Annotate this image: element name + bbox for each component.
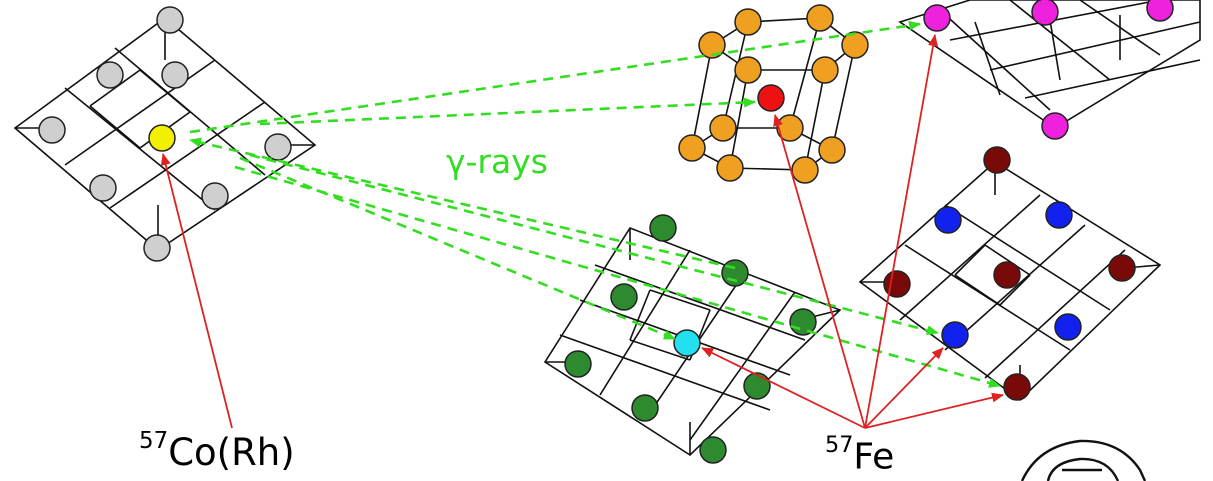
host-atom (631, 394, 659, 422)
green-crystal (543, 214, 842, 464)
fe-atom-blue (1054, 313, 1082, 341)
host-atom (734, 8, 762, 36)
host-atom (923, 4, 951, 32)
mass-number: 57 (139, 428, 169, 454)
gamma-ray-arrow (189, 20, 921, 134)
host-atom (201, 182, 229, 210)
fe-atom-blue (941, 321, 969, 349)
source-atom (148, 124, 176, 152)
fe-pointer-arrow (701, 347, 866, 429)
host-atom (811, 56, 839, 84)
lattice-grid (543, 227, 842, 457)
host-atom (776, 114, 804, 142)
fe-pointer-arrow (773, 114, 866, 429)
gamma-ray-arrow (234, 165, 1001, 388)
logo-partial (1020, 439, 1147, 481)
host-atom (89, 174, 117, 202)
fe-atom-blue (1045, 201, 1073, 229)
host-atom (161, 61, 189, 89)
isotope-text: Fe (853, 436, 895, 478)
host-atom (649, 214, 677, 242)
host-atom (716, 154, 744, 182)
fe-atom (673, 329, 701, 357)
isotope-text: Co(Rh) (168, 431, 295, 475)
source-pointer-arrow (160, 153, 233, 429)
host-atom (1146, 0, 1174, 22)
magenta-crystal (898, 0, 1201, 140)
absorber-isotope-label: 57Fe (825, 432, 894, 478)
host-atom (156, 6, 184, 34)
source-isotope-label: 57Co(Rh) (139, 428, 295, 474)
host-atom (743, 372, 771, 400)
fe-pointer-arrow (864, 392, 1004, 429)
host-atom (678, 134, 706, 162)
fe-atom (757, 84, 785, 112)
host-atom (806, 4, 834, 32)
fe-pointer-arrow (864, 347, 944, 429)
blue-crystal (858, 146, 1162, 402)
label-pointer-arrows (160, 34, 1004, 429)
gamma-rays-label: γ-rays (446, 142, 548, 181)
gamma-ray-arrows (189, 20, 1001, 388)
host-atom (841, 31, 869, 59)
host-atom (610, 283, 638, 311)
gamma-ray-arrow (189, 137, 736, 270)
fe-atom-darkred (883, 270, 911, 298)
gamma-ray-arrow (259, 97, 756, 126)
host-atom (709, 114, 737, 142)
host-atom (1031, 0, 1059, 26)
host-atom (38, 116, 66, 144)
gamma-ray-arrow (239, 156, 676, 341)
fe-pointer-arrow (864, 34, 938, 429)
fe-atom-darkred (1108, 254, 1136, 282)
host-atom (96, 61, 124, 89)
host-atom (564, 350, 592, 378)
source-crystal (13, 6, 317, 262)
host-atom (1041, 112, 1069, 140)
host-atom (143, 234, 171, 262)
fe-atom-blue (934, 206, 962, 234)
host-atom (699, 436, 727, 464)
fe-atom-darkred (1003, 373, 1031, 401)
hexagonal-crystal (678, 4, 869, 184)
host-atom (791, 156, 819, 184)
host-atom (264, 133, 292, 161)
host-atom (734, 56, 762, 84)
fe-atom-darkred (983, 146, 1011, 174)
host-atom (818, 136, 846, 164)
lattice-grid (858, 161, 1162, 402)
host-atom (698, 31, 726, 59)
fe-atom-darkred (993, 261, 1021, 289)
mass-number: 57 (825, 432, 854, 458)
